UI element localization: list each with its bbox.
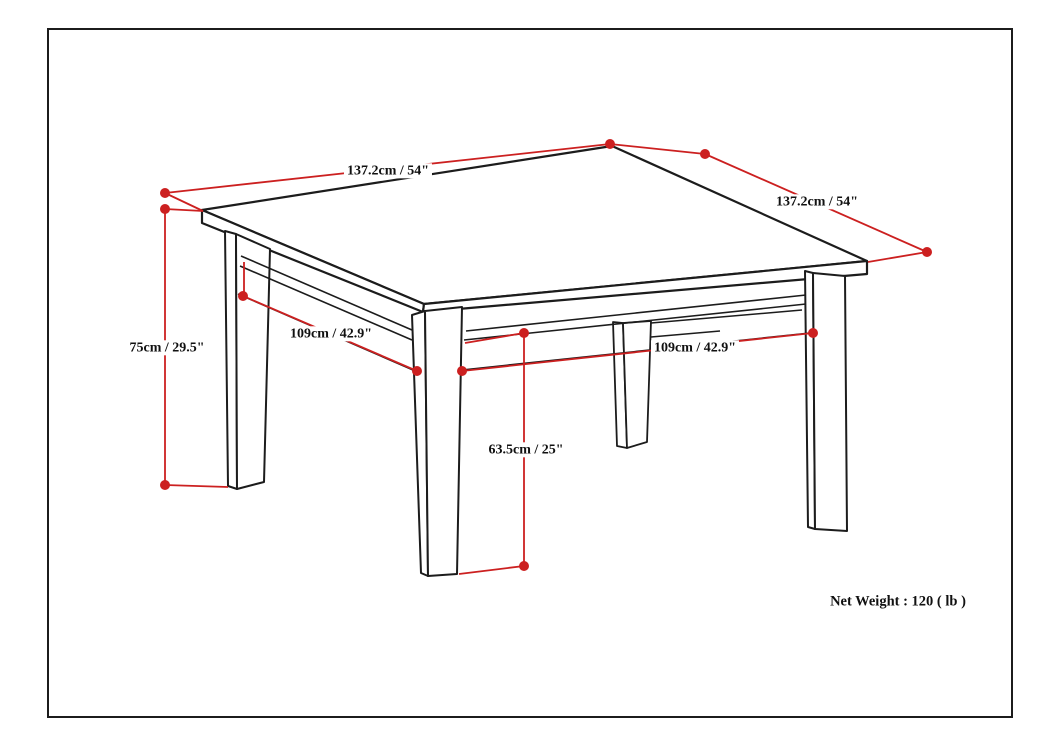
dim-line-apron-right [461, 332, 814, 372]
dim-extension-height-top [164, 208, 204, 212]
table-apron-back [650, 309, 803, 338]
dim-extension-top-left [164, 192, 204, 212]
dim-extension-back-corner [609, 143, 706, 155]
table-drawing [200, 144, 869, 577]
dim-dot [605, 139, 615, 149]
dim-extension-right-corner [867, 251, 928, 263]
dimension-endpoint-dots [160, 139, 932, 571]
net-weight-label: Net Weight : 120 ( lb ) [828, 593, 968, 611]
table-leg-back [612, 320, 652, 449]
dim-dot [160, 480, 170, 490]
table-leg-front-center [411, 306, 463, 577]
dim-dot [238, 291, 248, 301]
dim-label-height: 75cm / 29.5" [126, 340, 208, 356]
table-leg-front-right [804, 270, 848, 532]
dim-extension-height-bottom [164, 484, 229, 488]
dim-dot [922, 247, 932, 257]
dim-label-right-depth: 137.2cm / 54" [772, 194, 862, 210]
dim-dot [519, 561, 529, 571]
dim-label-apron-span-right: 109cm / 42.9" [650, 340, 740, 356]
dim-label-clearance: 63.5cm / 25" [485, 442, 567, 458]
dim-dot [160, 188, 170, 198]
dim-label-top-width: 137.2cm / 54" [343, 163, 433, 179]
dim-dot [700, 149, 710, 159]
dim-dot [808, 328, 818, 338]
dim-dot [457, 366, 467, 376]
dim-dot [412, 366, 422, 376]
dim-label-apron-span-left: 109cm / 42.9" [286, 326, 376, 342]
dim-dot [160, 204, 170, 214]
table-top [200, 144, 869, 314]
dim-dot [519, 328, 529, 338]
dim-extension-clearance-top [464, 332, 525, 344]
dim-extension-clearance-bottom [458, 565, 525, 575]
